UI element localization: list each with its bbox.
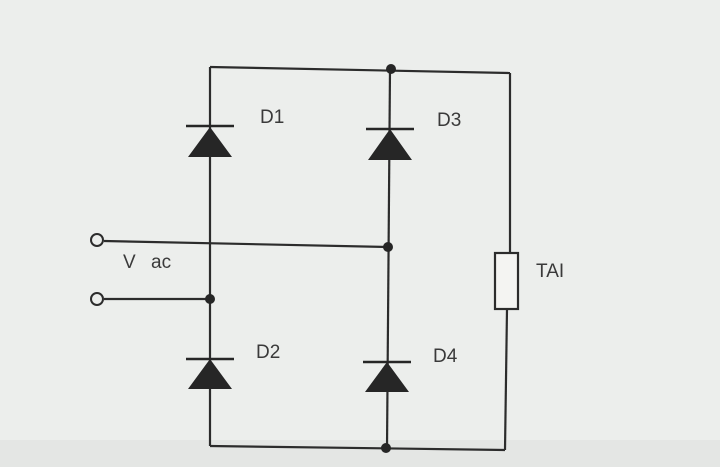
label-d3: D3	[437, 110, 461, 131]
junction-top	[386, 64, 396, 74]
junction-mid-left	[205, 294, 215, 304]
label-load: TAI	[536, 261, 564, 282]
junction-mid-right	[383, 242, 393, 252]
diode-d1	[186, 124, 234, 157]
top-wire	[209, 65, 511, 75]
label-d2: D2	[256, 342, 280, 363]
junction-bottom	[381, 443, 391, 453]
bottom-wire	[209, 444, 506, 452]
ac-terminal-bottom	[90, 292, 104, 306]
diode-d4	[363, 360, 411, 392]
label-v: V	[123, 252, 136, 273]
label-ac: ac	[151, 252, 171, 273]
diode-d3	[366, 127, 414, 160]
load-resistor	[493, 251, 520, 311]
page-edge	[0, 440, 720, 467]
label-d4: D4	[433, 346, 458, 367]
ac-lead-top	[103, 239, 389, 249]
ac-terminal-top	[90, 233, 104, 247]
diode-d2	[186, 357, 234, 389]
label-d1: D1	[260, 107, 284, 128]
right-wire-bottom	[503, 308, 509, 451]
